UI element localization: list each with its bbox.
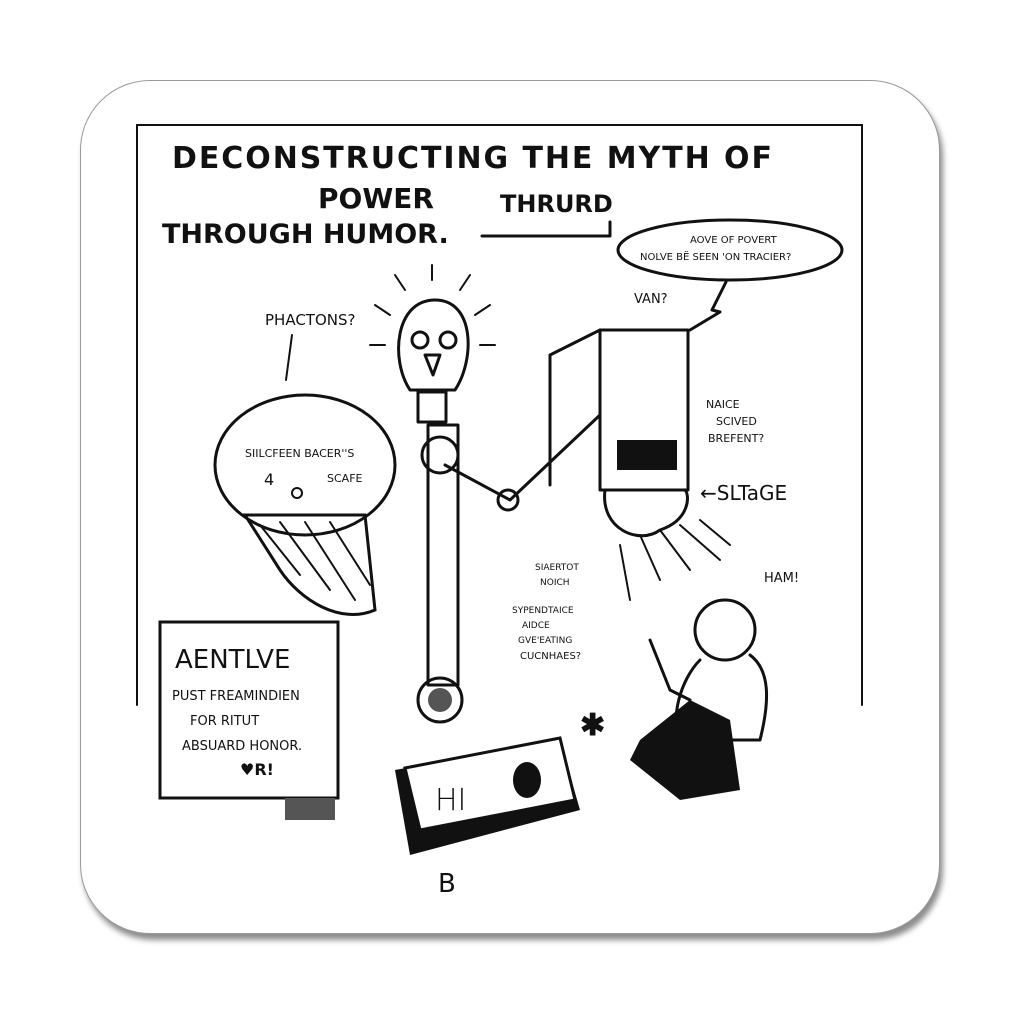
siaertot-1: SIAERTOT [535,563,579,573]
sign-heading: AENTLVE [175,645,290,675]
underline [480,220,612,238]
ellipse-dot [291,487,303,499]
sign-line-2: FOR RITUT [190,714,259,729]
sign-line-3: ABSUARD HONOR. [182,739,302,754]
hi-box [395,736,580,855]
face [603,488,689,538]
bubble-text-2: NOLVE BË SEEN 'ON TRACIER? [640,250,791,263]
sign-line-1: PUST FREAMINDIEN [172,689,300,704]
siaertot-2: NOICH [540,578,570,588]
label-stage: ←SLTaGE [700,481,787,505]
sign-line-4: ♥R! [240,760,274,779]
title-line-2: POWER [318,182,434,215]
title-thrurd: THRURD [500,190,613,218]
pole-base [416,676,464,724]
bubble-tail [688,280,728,332]
title-line-1: DECONSTRUCTING THE MYTH OF [172,141,772,176]
box-back [548,328,602,487]
nice-2: SCIVED [716,415,757,428]
sypend-2: AIDCE [522,621,550,631]
pointer-line [285,334,293,381]
sypend-1: SYPENDTAICE [512,606,574,616]
sypend-3: GVE'EATING [518,636,572,646]
label-van: VAN? [634,292,668,307]
pole-base-mesh [428,688,452,712]
sypend-4: CUCNHAES? [520,651,581,662]
hatch-lines [259,521,371,601]
arm-joint [496,488,520,512]
panel-frame [136,124,863,706]
robot-arm [443,413,602,502]
bubble-text-1: AOVE OF POVERT [690,235,778,246]
pole-ring [420,435,460,475]
ellipse-number: 4 [264,470,274,489]
box-window [617,440,677,470]
ellipse-word: SCAFE [327,472,363,485]
nice-1: NAICE [706,398,740,411]
sign-board [158,620,340,800]
label-ham: HAM! [764,571,799,586]
signature: B [438,869,456,899]
person-figure [630,598,769,800]
title-line-3: THROUGH HUMOR. [162,219,449,250]
nice-3: BREFENT? [708,432,764,445]
thought-ellipse [213,393,397,537]
light-rays [619,519,731,601]
ellipse-text-1: SIILCFEEN BACER''S [245,447,354,460]
asterisk-icon: ✱ [580,708,605,743]
sign-post [285,798,335,820]
pole [426,423,460,687]
label-phactons: PHACTONS? [265,311,355,329]
box-text: HI [435,783,466,818]
lightbulb-icon [369,264,496,424]
hatched-neck [242,513,377,616]
speech-bubble [616,218,844,282]
